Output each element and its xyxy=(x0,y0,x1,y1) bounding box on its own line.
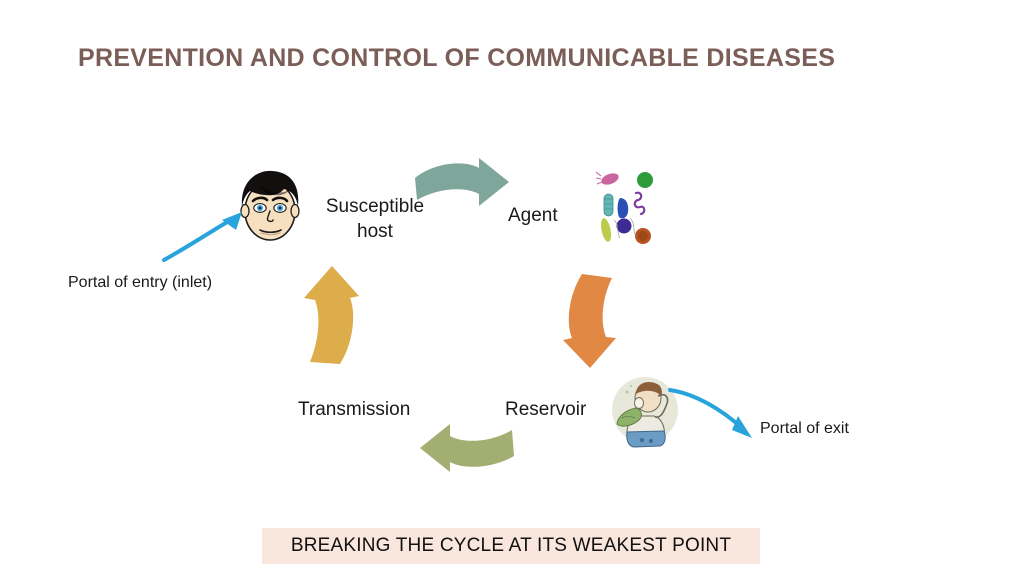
arrow-transmission-to-host xyxy=(298,262,360,366)
bottom-banner: BREAKING THE CYCLE AT ITS WEAKEST POINT xyxy=(262,528,760,564)
microbes-icon xyxy=(595,168,658,246)
arrow-host-to-agent xyxy=(413,156,511,218)
page-title: PREVENTION AND CONTROL OF COMMUNICABLE D… xyxy=(78,44,836,72)
arrow-agent-to-reservoir xyxy=(562,272,624,370)
sick-person-icon xyxy=(606,372,684,448)
cycle-node-label-transmission: Transmission xyxy=(298,399,411,420)
arrow-reservoir-to-transmission xyxy=(418,418,516,474)
portal-of-entry-label: Portal of entry (inlet) xyxy=(68,274,213,291)
cycle-node-label-agent: Agent xyxy=(508,205,558,226)
cycle-node-label-reservoir: Reservoir xyxy=(505,399,587,420)
cycle-node-label-susceptible-host: Susceptible host xyxy=(325,196,425,242)
portal-of-entry-pointer-icon xyxy=(160,202,260,264)
host-face-icon xyxy=(228,163,312,247)
bottom-banner-text: BREAKING THE CYCLE AT ITS WEAKEST POINT xyxy=(290,535,732,556)
portal-of-exit-label: Portal of exit xyxy=(760,420,849,437)
portal-of-exit-pointer-icon xyxy=(668,386,768,450)
